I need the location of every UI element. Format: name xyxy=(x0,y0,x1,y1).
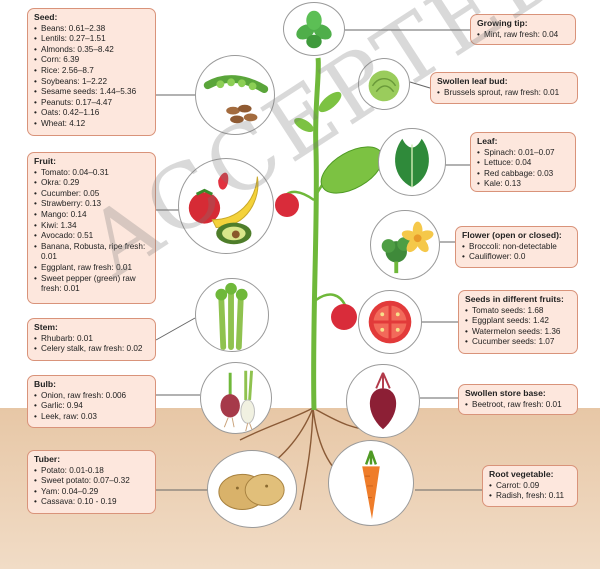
box-title: Growing tip: xyxy=(477,18,528,28)
list-item: Broccoli: non-detectable xyxy=(462,242,571,253)
box-title: Tuber: xyxy=(34,454,61,464)
box-title: Stem: xyxy=(34,322,58,332)
box-title: Swollen store base: xyxy=(465,388,546,398)
seeds-in-fruit-illustration xyxy=(358,290,422,354)
list-item: Potato: 0.01-0.18 xyxy=(34,466,149,477)
box-title: Seeds in different fruits: xyxy=(465,294,564,304)
list-item: Tomato seeds: 1.68 xyxy=(465,306,571,317)
list-item: Lentils: 0.27–1.51 xyxy=(34,34,149,45)
box-seed: Seed: Beans: 0.61–2.38 Lentils: 0.27–1.5… xyxy=(27,8,156,136)
box-swollen-leaf-bud: Swollen leaf bud: Brussels sprout, raw f… xyxy=(430,72,578,104)
list-item: Mango: 0.14 xyxy=(34,210,149,221)
list-item: Eggplant seeds: 1.42 xyxy=(465,316,571,327)
root-vegetable-illustration xyxy=(328,440,414,526)
list-item: Rice: 2.56–8.7 xyxy=(34,66,149,77)
stem-illustration xyxy=(195,278,269,352)
list-item: Lettuce: 0.04 xyxy=(477,158,569,169)
swollen-leaf-bud-illustration xyxy=(358,58,410,110)
list-item: Yam: 0.04–0.29 xyxy=(34,487,149,498)
branch-right-fruit xyxy=(315,293,347,306)
list-item: Beans: 0.61–2.38 xyxy=(34,24,149,35)
box-flower: Flower (open or closed): Broccoli: non-d… xyxy=(455,226,578,268)
list-item: Sweet pepper (green) raw fresh: 0.01 xyxy=(34,274,149,295)
list-item: Peanuts: 0.17–4.47 xyxy=(34,98,149,109)
list-item: Okra: 0.29 xyxy=(34,178,149,189)
list-item: Sweet potato: 0.07–0.32 xyxy=(34,476,149,487)
list-item: Corn: 6.39 xyxy=(34,55,149,66)
list-item: Leek, raw: 0.03 xyxy=(34,412,149,423)
box-title: Leaf: xyxy=(477,136,498,146)
list-item: Wheat: 4.12 xyxy=(34,119,149,130)
box-title: Seed: xyxy=(34,12,58,22)
flower-illustration xyxy=(370,210,440,280)
box-title: Root vegetable: xyxy=(489,469,554,479)
roots xyxy=(239,407,386,511)
seed-illustration xyxy=(195,55,275,135)
tuber-illustration xyxy=(207,450,297,528)
list-item: Soybeans: 1–2.22 xyxy=(34,77,149,88)
box-title: Flower (open or closed): xyxy=(462,230,562,240)
stem-fruit-right xyxy=(331,304,357,330)
list-item: Celery stalk, raw fresh: 0.02 xyxy=(34,344,149,355)
leaf-illustration xyxy=(378,128,446,196)
list-item: Watermelon seeds: 1.36 xyxy=(465,327,571,338)
list-item: Tomato: 0.04–0.31 xyxy=(34,168,149,179)
growing-tip-illustration xyxy=(283,2,345,56)
list-item: Banana, Robusta, ripe fresh: 0.01 xyxy=(34,242,149,263)
box-root-vegetable: Root vegetable: Carrot: 0.09 Radish, fre… xyxy=(482,465,578,507)
list-item: Rhubarb: 0.01 xyxy=(34,334,149,345)
box-seeds-in-fruits: Seeds in different fruits: Tomato seeds:… xyxy=(458,290,578,354)
bulb-illustration xyxy=(200,362,272,434)
list-item: Garlic: 0.94 xyxy=(34,401,149,412)
main-stem xyxy=(311,57,321,411)
list-item: Avocado: 0.51 xyxy=(34,231,149,242)
swollen-store-base-illustration xyxy=(346,364,420,438)
box-growing-tip: Growing tip: Mint, raw fresh: 0.04 xyxy=(470,14,576,45)
list-item: Spinach: 0.01–0.07 xyxy=(477,148,569,159)
small-leaf-left xyxy=(294,118,314,132)
list-item: Cucumber: 0.05 xyxy=(34,189,149,200)
list-item: Red cabbage: 0.03 xyxy=(477,169,569,180)
box-swollen-store-base: Swollen store base: Beetroot, raw fresh:… xyxy=(458,384,578,415)
list-item: Cucumber seeds: 1.07 xyxy=(465,337,571,348)
list-item: Eggplant, raw fresh: 0.01 xyxy=(34,263,149,274)
list-item: Kiwi: 1.34 xyxy=(34,221,149,232)
box-fruit: Fruit: Tomato: 0.04–0.31 Okra: 0.29 Cucu… xyxy=(27,152,156,304)
box-title: Fruit: xyxy=(34,156,56,166)
fruit-illustration xyxy=(178,158,274,254)
list-item: Strawberry: 0.13 xyxy=(34,199,149,210)
list-item: Sesame seeds: 1.44–5.36 xyxy=(34,87,149,98)
list-item: Cauliflower: 0.0 xyxy=(462,252,571,263)
list-item: Mint, raw fresh: 0.04 xyxy=(477,30,569,41)
box-tuber: Tuber: Potato: 0.01-0.18 Sweet potato: 0… xyxy=(27,450,156,514)
box-title: Bulb: xyxy=(34,379,56,389)
list-item: Radish, fresh: 0.11 xyxy=(489,491,571,502)
list-item: Kale: 0.13 xyxy=(477,179,569,190)
list-item: Oats: 0.42–1.16 xyxy=(34,108,149,119)
box-title: Swollen leaf bud: xyxy=(437,76,508,86)
box-leaf: Leaf: Spinach: 0.01–0.07 Lettuce: 0.04 R… xyxy=(470,132,576,192)
list-item: Brussels sprout, raw fresh: 0.01 xyxy=(437,88,571,99)
small-leaf-top xyxy=(318,91,342,113)
list-item: Cassava: 0.10 - 0.19 xyxy=(34,497,149,508)
list-item: Beetroot, raw fresh: 0.01 xyxy=(465,400,571,411)
box-bulb: Bulb: Onion, raw fresh: 0.006 Garlic: 0.… xyxy=(27,375,156,428)
list-item: Carrot: 0.09 xyxy=(489,481,571,492)
list-item: Almonds: 0.35–8.42 xyxy=(34,45,149,56)
stem-fruit-left xyxy=(275,193,299,217)
list-item: Onion, raw fresh: 0.006 xyxy=(34,391,149,402)
box-stem: Stem: Rhubarb: 0.01 Celery stalk, raw fr… xyxy=(27,318,156,361)
